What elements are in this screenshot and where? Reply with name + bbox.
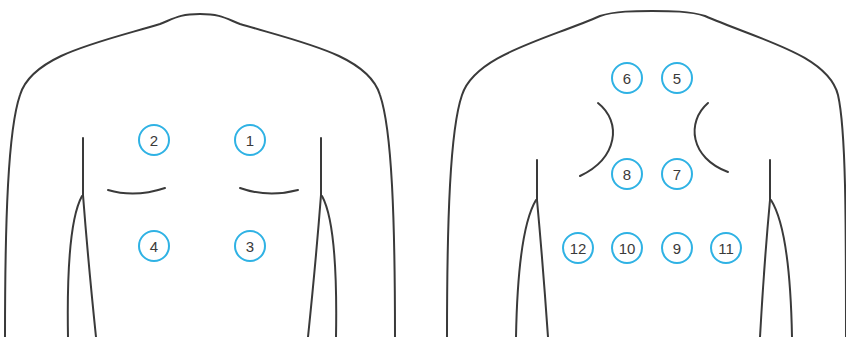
shoulder-blade-line [580, 103, 613, 176]
callout-number: 7 [673, 167, 681, 182]
front-torso-outline [5, 14, 395, 337]
callout-number: 11 [718, 241, 734, 256]
chest-line [240, 188, 298, 194]
callout-circle: 12 [562, 232, 594, 264]
callout-number: 2 [150, 133, 158, 148]
callout-number: 10 [619, 241, 636, 256]
front-side-line [83, 138, 96, 337]
back-side-line [537, 160, 548, 337]
front-arm-line [322, 196, 336, 337]
callout-number: 8 [623, 167, 631, 182]
callout-circle: 6 [611, 62, 643, 94]
callout-circle: 11 [710, 232, 742, 264]
shoulder-blade-line [695, 103, 728, 172]
callout-number: 1 [246, 133, 254, 148]
chest-line [108, 188, 165, 194]
callout-number: 4 [150, 239, 158, 254]
callout-circle: 10 [611, 232, 643, 264]
front-side-line [308, 138, 321, 337]
back-arm-line [771, 200, 792, 337]
callout-circle: 1 [234, 124, 266, 156]
callout-circle: 8 [611, 158, 643, 190]
back-torso-outline [447, 11, 846, 337]
callout-number: 5 [673, 71, 681, 86]
callout-circle: 4 [138, 230, 170, 262]
callout-circle: 9 [661, 232, 693, 264]
back-side-line [760, 160, 770, 337]
callout-number: 6 [623, 71, 631, 86]
callout-circle: 5 [661, 62, 693, 94]
front-arm-line [68, 196, 82, 337]
callout-number: 9 [673, 241, 681, 256]
callout-number: 12 [570, 241, 587, 256]
back-arm-line [516, 200, 536, 337]
callout-number: 3 [246, 239, 254, 254]
callout-circle: 7 [661, 158, 693, 190]
callout-circle: 2 [138, 124, 170, 156]
callout-circle: 3 [234, 230, 266, 262]
